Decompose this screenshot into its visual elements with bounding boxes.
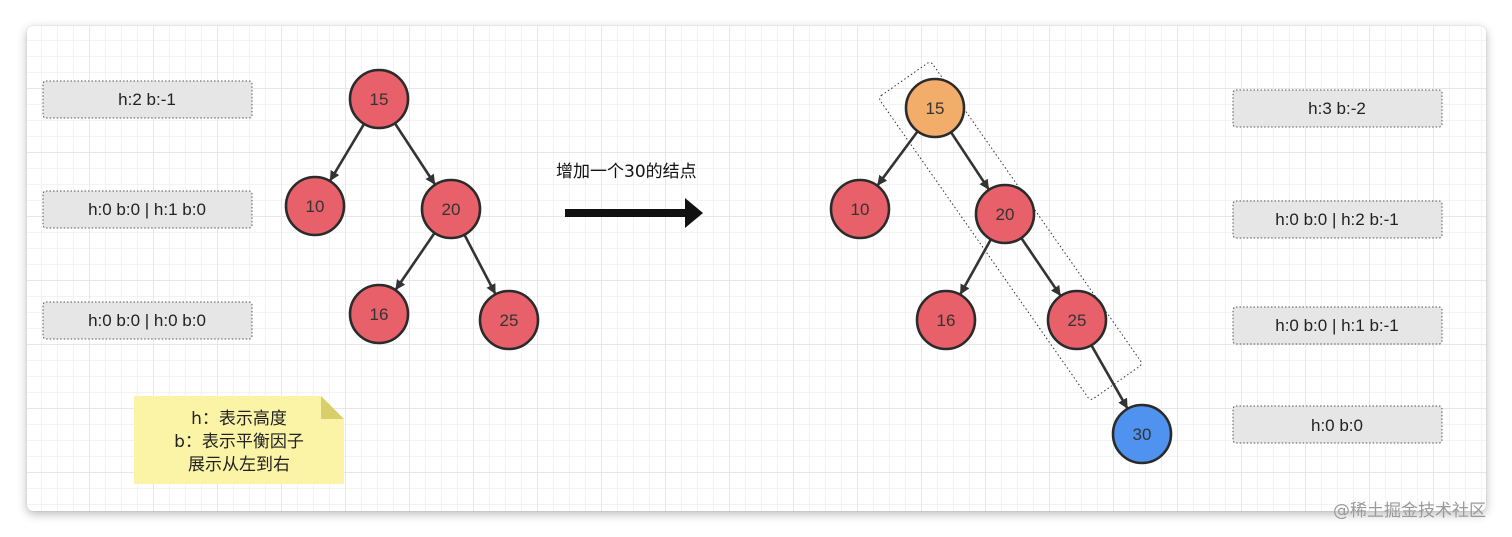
right-tree-edge-15-20 xyxy=(949,131,990,190)
right-tree-edge-25-30 xyxy=(1090,344,1129,409)
right-tree: 15 10 20 16 25 30 xyxy=(829,77,1173,465)
node-circle xyxy=(420,178,482,240)
node-label: 16 xyxy=(937,311,956,330)
node-circle xyxy=(1111,403,1173,465)
node-label: 15 xyxy=(926,99,945,118)
left-tree-edge-20-25 xyxy=(463,234,497,295)
node-circle xyxy=(348,68,410,130)
node-circle xyxy=(284,175,346,237)
node-label: 16 xyxy=(370,305,389,324)
left-tree-edge-15-10 xyxy=(329,123,366,182)
right-label-1-text: h:0 b:0 | h:2 b:-1 xyxy=(1275,210,1399,229)
left-tree-node-16: 16 xyxy=(348,283,410,345)
left-tree-edge-15-20 xyxy=(393,122,436,185)
left-label-0: h:2 b:-1 xyxy=(42,80,253,119)
node-circle xyxy=(348,283,410,345)
right-tree-node-10: 10 xyxy=(829,178,891,240)
node-circle xyxy=(915,289,977,351)
right-tree-node-20: 20 xyxy=(974,183,1036,245)
left-tree-edge-20-16 xyxy=(394,232,436,291)
right-label-2-text: h:0 b:0 | h:1 b:-1 xyxy=(1275,316,1399,335)
right-label-0: h:3 b:-2 xyxy=(1232,89,1443,128)
node-circle xyxy=(904,77,966,139)
node-circle xyxy=(974,183,1036,245)
node-circle xyxy=(478,289,540,351)
left-tree-node-15: 15 xyxy=(348,68,410,130)
right-tree-node-30: 30 xyxy=(1111,403,1173,465)
node-circle xyxy=(829,178,891,240)
node-label: 20 xyxy=(996,205,1015,224)
action-caption: 增加一个30的结点 xyxy=(556,162,697,182)
right-tree-edge-20-25 xyxy=(1020,237,1062,297)
left-label-1: h:0 b:0 | h:1 b:0 xyxy=(42,190,253,229)
right-label-1: h:0 b:0 | h:2 b:-1 xyxy=(1232,200,1443,239)
left-tree-node-25: 25 xyxy=(478,289,540,351)
right-tree-node-25: 25 xyxy=(1046,289,1108,351)
right-label-0-text: h:3 b:-2 xyxy=(1308,99,1366,118)
node-label: 25 xyxy=(500,311,519,330)
node-label: 15 xyxy=(370,90,389,109)
note-line-2: 展示从左到右 xyxy=(188,455,290,475)
left-label-0-text: h:2 b:-1 xyxy=(118,90,176,109)
note-line-1: b：表示平衡因子 xyxy=(174,432,304,452)
diagram-canvas: h:2 b:-1 h:0 b:0 | h:1 b:0 h:0 b:0 | h:0… xyxy=(27,26,1486,511)
watermark: @稀土掘金技术社区 xyxy=(1333,497,1503,523)
legend-note: h：表示高度 b：表示平衡因子 展示从左到右 xyxy=(134,396,344,484)
right-label-3: h:0 b:0 xyxy=(1232,405,1443,444)
left-tree-node-10: 10 xyxy=(284,175,346,237)
avl-tree-diagram: h:2 b:-1 h:0 b:0 | h:1 b:0 h:0 b:0 | h:0… xyxy=(42,62,1443,484)
note-line-0: h：表示高度 xyxy=(191,409,287,429)
right-tree-node-15: 15 xyxy=(904,77,966,139)
right-label-3-text: h:0 b:0 xyxy=(1311,416,1363,435)
node-label: 10 xyxy=(306,197,325,216)
right-tree-node-16: 16 xyxy=(915,289,977,351)
left-tree-node-20: 20 xyxy=(420,178,482,240)
right-label-2: h:0 b:0 | h:1 b:-1 xyxy=(1232,306,1443,345)
watermark-text: @稀土掘金技术社区 xyxy=(1333,501,1486,521)
node-label: 30 xyxy=(1133,425,1152,444)
node-label: 10 xyxy=(851,200,870,219)
node-label: 25 xyxy=(1068,311,1087,330)
left-label-2: h:0 b:0 | h:0 b:0 xyxy=(42,301,253,340)
right-tree-edge-20-16 xyxy=(959,238,993,295)
left-label-2-text: h:0 b:0 | h:0 b:0 xyxy=(88,311,206,330)
right-tree-edge-15-10 xyxy=(876,130,919,186)
transform-arrow-icon xyxy=(565,198,703,228)
node-circle xyxy=(1046,289,1108,351)
node-label: 20 xyxy=(442,200,461,219)
left-label-1-text: h:0 b:0 | h:1 b:0 xyxy=(88,200,206,219)
left-tree: 15 10 20 16 25 xyxy=(284,68,540,351)
